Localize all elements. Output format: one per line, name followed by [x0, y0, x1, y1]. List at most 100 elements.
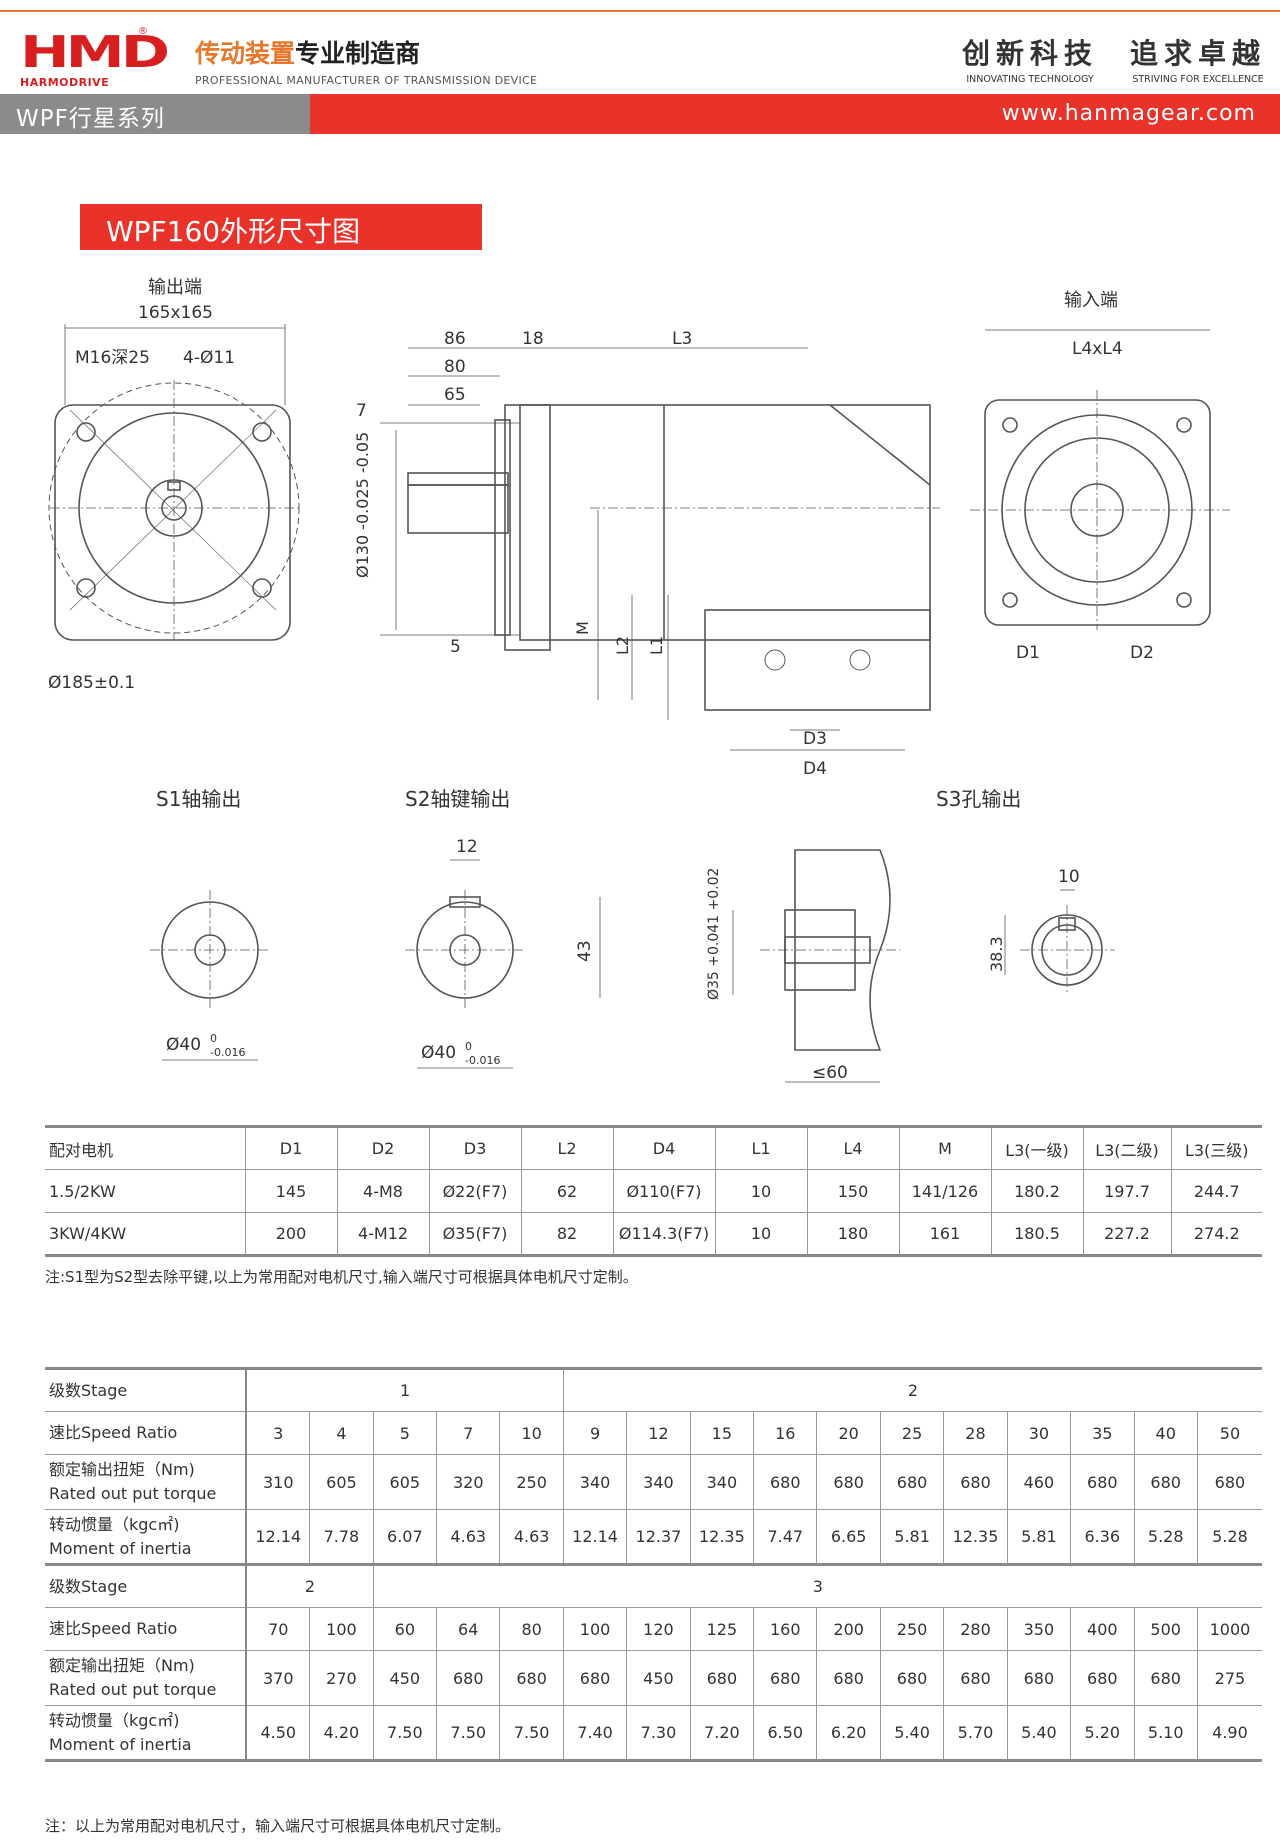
dim-header-L3-2: L3(二级) [1083, 1126, 1172, 1170]
table-cell: 244.7 [1171, 1169, 1262, 1213]
company-logo: HMD HARMODRIVE ® [20, 26, 170, 90]
inertia-value: 12.14 [246, 1509, 311, 1565]
ratio-value: 9 [563, 1411, 628, 1455]
section-title-box: WPF160外形尺寸图 [80, 204, 482, 250]
inertia-value: 4.63 [436, 1509, 501, 1565]
label-dim-86: 86 [444, 329, 466, 349]
ratio-value: 400 [1070, 1607, 1135, 1651]
table-cell: 4-M12 [337, 1212, 430, 1256]
torque-value: 680 [753, 1650, 818, 1706]
table-cell: 180.5 [991, 1212, 1084, 1256]
dimension-table: 配对电机 D1 D2 D3 L2 D4 L1 L4 M L3(一级) L3(二级… [45, 1125, 1262, 1257]
torque-label: 额定输出扭矩（Nm)Rated out put torque [45, 1454, 248, 1510]
inertia-value: 5.28 [1197, 1509, 1262, 1565]
torque-value: 680 [943, 1454, 1008, 1510]
ratio-value: 40 [1134, 1411, 1198, 1455]
torque-value: 680 [1070, 1454, 1135, 1510]
output-shaft-side [407, 484, 509, 534]
table-cell: Ø22(F7) [429, 1169, 522, 1213]
slogan-excellence: 追求卓越 STRIVING FOR EXCELLENCE [1130, 32, 1266, 85]
torque-value: 680 [753, 1454, 818, 1510]
stage-value: 1 [246, 1368, 564, 1412]
inertia-value: 5.20 [1070, 1705, 1135, 1761]
inertia-value: 6.07 [373, 1509, 438, 1565]
inertia-value: 7.78 [309, 1509, 374, 1565]
inertia-value: 5.81 [880, 1509, 945, 1565]
ratio-value: 100 [563, 1607, 628, 1651]
ratio-value: 280 [943, 1607, 1008, 1651]
table-cell: 82 [521, 1212, 614, 1256]
table-cell: 141/126 [899, 1169, 992, 1213]
torque-value: 680 [1007, 1650, 1072, 1706]
torque-value: 340 [563, 1454, 628, 1510]
table-cell: 200 [245, 1212, 338, 1256]
inertia-value: 6.36 [1070, 1509, 1135, 1565]
slogan-innovation: 创新科技 INNOVATING TECHNOLOGY [962, 32, 1098, 85]
label-s2-dia: Ø40 [421, 1043, 456, 1063]
ratio-value: 60 [373, 1607, 438, 1651]
torque-value: 450 [373, 1650, 438, 1706]
torque-label: 额定输出扭矩（Nm) Rated out put torque [45, 1650, 248, 1706]
dimension-drawing: 输出端 165x165 M16深25 4-Ø11 Ø185±0.1 86 80 … [0, 260, 1280, 1110]
inertia-value: 5.40 [1007, 1705, 1072, 1761]
inertia-value: 5.10 [1134, 1705, 1198, 1761]
inertia-value: 7.50 [373, 1705, 438, 1761]
torque-value: 320 [436, 1454, 501, 1510]
ratio-value: 16 [753, 1411, 818, 1455]
inertia-value: 5.70 [943, 1705, 1008, 1761]
slogan2-cn: 追求卓越 [1130, 37, 1267, 70]
bolt-hole-tl [76, 422, 96, 442]
inertia-value: 7.50 [499, 1705, 564, 1761]
label-s1-tol-down: -0.016 [210, 1046, 245, 1059]
inertia-label-cn: 转动惯量（kgc㎡) [49, 1710, 180, 1730]
torque-value: 680 [1134, 1650, 1198, 1706]
label-dim-65: 65 [444, 385, 466, 405]
company-tagline: 传动装置专业制造商 PROFESSIONAL MANUFACTURER OF T… [195, 34, 537, 87]
slogan1-en: INNOVATING TECHNOLOGY [966, 74, 1094, 85]
label-dim-7: 7 [356, 401, 367, 421]
ratio-value: 15 [690, 1411, 755, 1455]
stage-value: 2 [246, 1563, 374, 1608]
dim-header-D3: D3 [429, 1126, 522, 1170]
dim-header-L2: L2 [521, 1126, 614, 1170]
table-cell: Ø114.3(F7) [613, 1212, 716, 1256]
ratio-value: 250 [880, 1607, 945, 1651]
torque-label-cn: 额定输出扭矩（Nm) [49, 1656, 195, 1675]
table-cell: 180 [807, 1212, 900, 1256]
table-row: 1.5/2KW 145 4-M8 Ø22(F7) 62 Ø110(F7) 10 … [45, 1169, 1262, 1213]
label-bore35: Ø35 +0.041 +0.02 [706, 868, 722, 1000]
inertia-label-cn: 转动惯量（kgc㎡) [49, 1514, 180, 1534]
slogan2-en: STRIVING FOR EXCELLENCE [1132, 74, 1264, 85]
label-dim-80: 80 [444, 357, 466, 377]
inertia-value: 4.63 [499, 1509, 564, 1565]
label-input-end: 输入端 [1064, 290, 1118, 311]
torque-value: 270 [309, 1650, 374, 1706]
ratio-value: 64 [436, 1607, 501, 1651]
ratio-value: 10 [499, 1411, 564, 1455]
bolt-hole-br [252, 578, 272, 598]
label-L2: L2 [613, 636, 632, 655]
torque-value: 275 [1197, 1650, 1262, 1706]
dimension-note: 注:S1型为S2型去除平键,以上为常用配对电机尺寸,输入端尺寸可根据具体电机尺寸… [45, 1268, 638, 1286]
label-D2: D2 [1130, 643, 1154, 663]
table-cell: Ø110(F7) [613, 1169, 716, 1213]
torque-value: 605 [309, 1454, 374, 1510]
torque-label-en: Rated out put torque [49, 1680, 217, 1699]
tagline-cn-b: 专业制造商 [295, 39, 421, 68]
inertia-value: 12.37 [626, 1509, 691, 1565]
inertia-value: 7.40 [563, 1705, 628, 1761]
table-cell: 4-M8 [337, 1169, 430, 1213]
ratio-value: 4 [309, 1411, 374, 1455]
motor-adapter [704, 609, 931, 711]
torque-value: 460 [1007, 1454, 1072, 1510]
inertia-value: 12.35 [690, 1509, 755, 1565]
performance-note: 注：以上为常用配对电机尺寸，输入端尺寸可根据具体电机尺寸定制。 [45, 1817, 511, 1835]
dim-header-L3-3: L3(三级) [1171, 1126, 1262, 1170]
inertia-value: 6.50 [753, 1705, 818, 1761]
torque-value: 370 [246, 1650, 311, 1706]
ratio-value: 30 [1007, 1411, 1072, 1455]
dim-header-D1: D1 [245, 1126, 338, 1170]
